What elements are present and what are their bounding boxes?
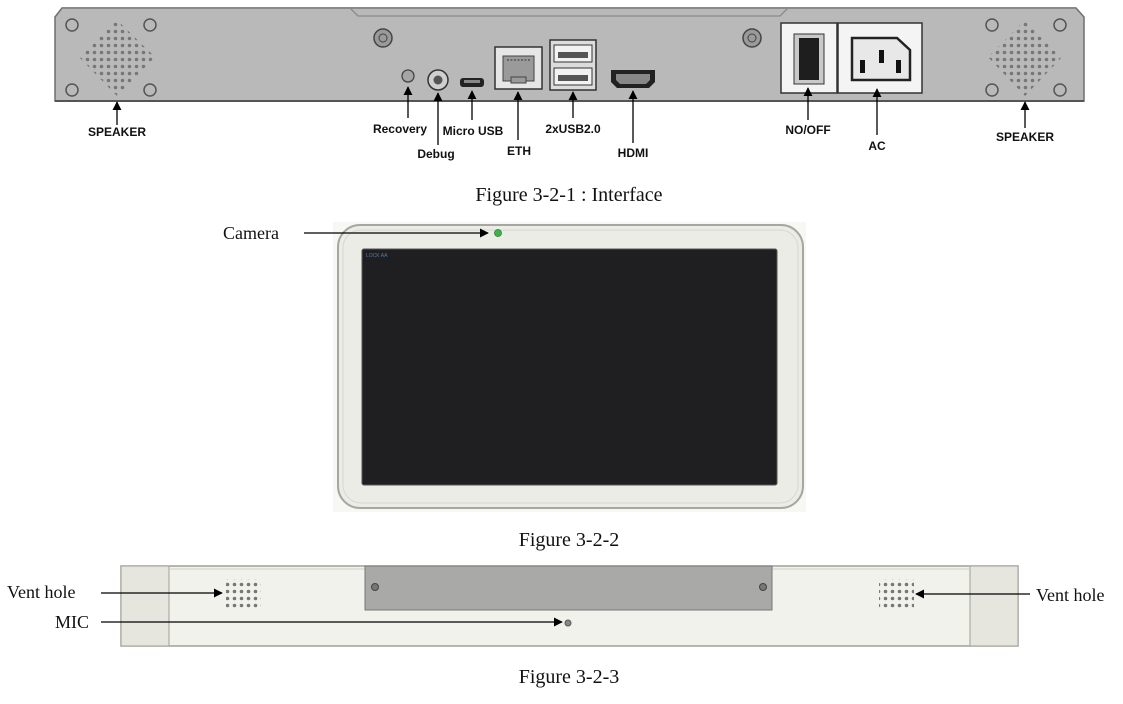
figure-front: LOCK AA Camera Figure 3-2-2 bbox=[223, 222, 806, 551]
screw-icon bbox=[373, 28, 393, 48]
figure-interface: SPEAKER Recovery Debug Micro USB ETH 2xU… bbox=[54, 7, 1085, 206]
top-cover-plate bbox=[364, 565, 773, 611]
label-eth: ETH bbox=[507, 144, 531, 158]
label-usb: 2xUSB2.0 bbox=[545, 122, 601, 136]
recovery-button-icon bbox=[401, 69, 415, 83]
label-speaker-left: SPEAKER bbox=[88, 125, 146, 139]
label-recovery: Recovery bbox=[373, 122, 427, 136]
caption-figure-3: Figure 3-2-3 bbox=[519, 666, 620, 688]
label-camera: Camera bbox=[223, 223, 279, 243]
power-switch-icon bbox=[780, 22, 838, 94]
screen-status-text: LOCK AA bbox=[366, 253, 388, 259]
label-power: NO/OFF bbox=[785, 123, 830, 137]
screw-icon bbox=[371, 583, 379, 591]
label-debug: Debug bbox=[417, 147, 454, 161]
hdmi-port-icon bbox=[611, 70, 655, 88]
label-micro-usb: Micro USB bbox=[443, 124, 504, 138]
mic-icon bbox=[564, 619, 572, 627]
label-vent-hole-right: Vent hole bbox=[1036, 585, 1104, 605]
screw-icon bbox=[759, 583, 767, 591]
label-ac: AC bbox=[868, 139, 886, 153]
device-screen bbox=[361, 248, 778, 486]
ac-inlet-icon bbox=[837, 22, 923, 94]
caption-figure-2: Figure 3-2-2 bbox=[519, 529, 620, 551]
label-vent-hole-left: Vent hole bbox=[7, 582, 75, 602]
ethernet-port-icon bbox=[494, 46, 543, 90]
figure-top: Vent hole MIC Vent hole Figure 3-2-3 bbox=[7, 565, 1104, 688]
vent-hole-left-grille bbox=[226, 579, 261, 609]
vent-hole-right-grille bbox=[879, 579, 914, 609]
label-mic: MIC bbox=[55, 612, 89, 632]
label-speaker-right: SPEAKER bbox=[996, 130, 1054, 144]
label-hdmi: HDMI bbox=[618, 146, 649, 160]
speaker-left-grille bbox=[65, 18, 157, 97]
caption-figure-1: Figure 3-2-1 : Interface bbox=[475, 184, 662, 206]
camera-icon bbox=[494, 229, 502, 237]
micro-usb-port-icon bbox=[460, 78, 484, 87]
usb-ports-icon bbox=[549, 39, 597, 91]
screw-icon bbox=[742, 28, 762, 48]
speaker-right-grille bbox=[985, 18, 1067, 97]
debug-jack-icon bbox=[427, 69, 449, 91]
